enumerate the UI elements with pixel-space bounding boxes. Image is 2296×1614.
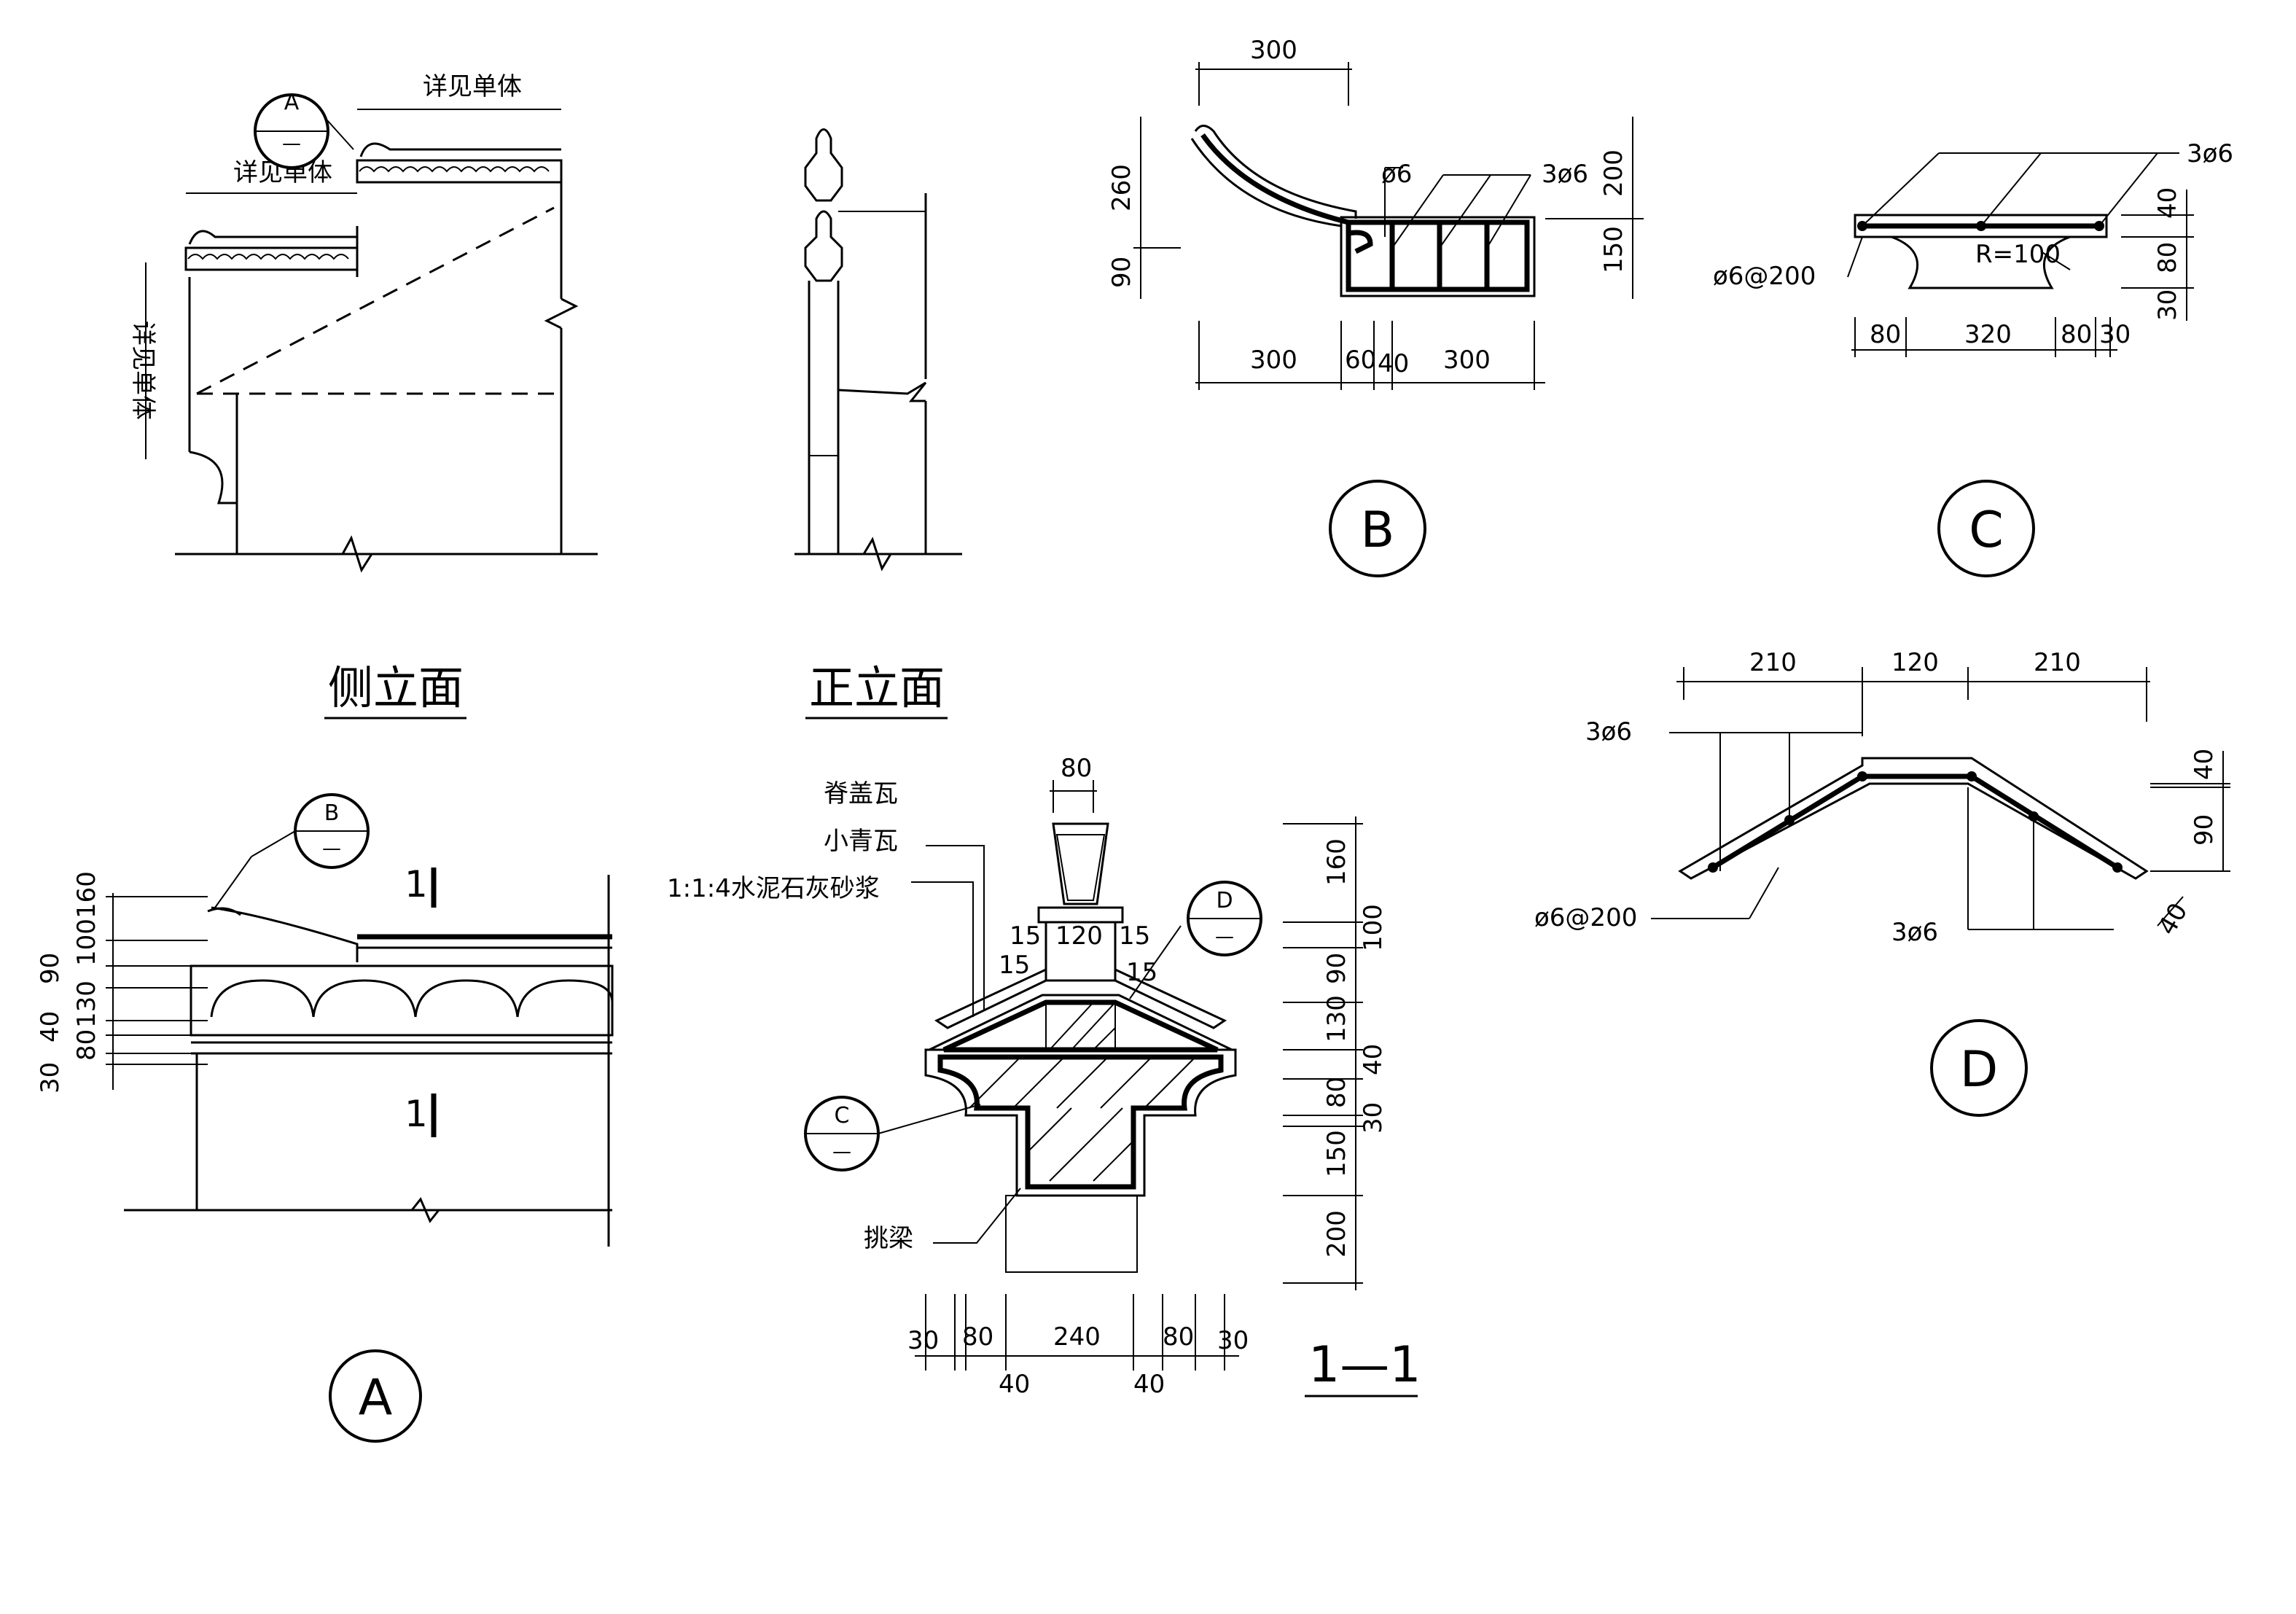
section-note-3: 1:1:4水泥石灰砂浆: [667, 874, 880, 903]
b-dim-bot-3: 40: [1378, 349, 1409, 378]
c-rebar-top: 3ø6: [2187, 139, 2233, 168]
a-section-mark-bot: 1: [405, 1093, 428, 1135]
section-note-1: 脊盖瓦: [824, 779, 898, 808]
b-dim-bot-1: 300: [1250, 346, 1297, 375]
s-dim-r7: 30: [1359, 1102, 1388, 1134]
a-section-mark-top: 1: [405, 863, 428, 905]
d-rebar-stirrup: ø6@200: [1534, 903, 1637, 932]
d-dim-r1: 40: [2190, 749, 2219, 780]
d-rebar-top: 3ø6: [1585, 717, 1632, 746]
s-dim-b3: 240: [1053, 1322, 1101, 1352]
d-rebar-bottom: 3ø6: [1891, 918, 1938, 947]
callout-a-sub: —: [282, 133, 301, 155]
c-dim-b3: 80: [2061, 320, 2092, 349]
side-note-top: 详见单体: [423, 72, 522, 101]
detail-d-label: D: [1960, 1041, 1998, 1099]
callout-c-sub: —: [832, 1141, 851, 1163]
c-rebar-stirrup: ø6@200: [1713, 262, 1816, 291]
b-dim-bot-4: 300: [1443, 346, 1491, 375]
c-dim-r3: 30: [2153, 289, 2182, 321]
b-dim-left-lower: 90: [1107, 257, 1136, 288]
b-rebar-group: 3ø6: [1542, 160, 1588, 189]
s-dim-b7: 40: [1133, 1370, 1165, 1399]
s-dim-120: 120: [1055, 921, 1103, 951]
callout-b-letter: B: [324, 800, 340, 826]
section-1-1: 脊盖瓦 小青瓦 1:1:4水泥石灰砂浆 挑梁 C — D — 80 120 15…: [667, 754, 1421, 1399]
s-dim-r9: 200: [1322, 1210, 1351, 1258]
s-dim-b4: 80: [1163, 1322, 1194, 1352]
s-dim-r4: 130: [1322, 995, 1351, 1042]
s-dim-r5: 40: [1359, 1044, 1388, 1075]
detail-d: 210 120 210 3ø6 3ø6 ø6@200 40 90 40 D: [1534, 648, 2230, 1117]
s-dim-b1: 30: [907, 1326, 939, 1355]
callout-b-sub: —: [322, 838, 341, 859]
side-note-vertical: 详见单体: [128, 321, 157, 420]
detail-b: ø6 3ø6 300 260 90 200 150 300 60 40 300 …: [1107, 36, 1644, 577]
section-note-4: 挑梁: [864, 1224, 913, 1253]
s-dim-r3: 90: [1322, 953, 1351, 984]
callout-d-letter: D: [1216, 888, 1233, 913]
detail-b-label: B: [1361, 502, 1395, 559]
s-dim-r2: 100: [1359, 904, 1388, 951]
side-elevation: 详见单体 详见单体 详见单体 A — 侧立面: [128, 72, 598, 720]
detail-a: 1 1 160 100 90 130 40 80 30 B — A: [36, 793, 614, 1443]
c-dim-r1: 40: [2153, 187, 2182, 219]
b-dim-bot-2: 60: [1345, 346, 1376, 375]
s-dim-r1: 160: [1322, 838, 1351, 886]
b-dim-right-lower: 150: [1599, 226, 1628, 273]
s-dim-r6: 80: [1322, 1077, 1351, 1108]
d-dim-t1: 210: [1749, 648, 1797, 677]
d-dim-r3: 40: [2152, 898, 2193, 940]
s-dim-15a: 15: [1010, 921, 1041, 951]
s-dim-b5: 30: [1217, 1326, 1249, 1355]
a-dim-l2: 100: [72, 919, 101, 966]
section-note-2: 小青瓦: [824, 827, 898, 856]
s-dim-b2: 80: [962, 1322, 993, 1352]
b-dim-right-upper: 200: [1599, 149, 1628, 197]
a-dim-l3: 90: [36, 953, 65, 984]
s-dim-15d: 15: [1126, 958, 1157, 987]
detail-a-label: A: [359, 1369, 393, 1427]
d-dim-t2: 120: [1891, 648, 1939, 677]
d-dim-r2: 90: [2190, 814, 2219, 846]
callout-c-letter: C: [835, 1103, 850, 1128]
callout-a-letter: A: [284, 90, 300, 115]
b-rebar-single: ø6: [1381, 160, 1412, 189]
detail-c: 3ø6 ø6@200 R=100 40 80 30 80 320 80 30 C: [1713, 139, 2233, 577]
s-dim-r8: 150: [1322, 1130, 1351, 1177]
b-dim-left-upper: 260: [1107, 164, 1136, 211]
s-dim-top: 80: [1061, 754, 1092, 783]
a-dim-l6: 80: [72, 1029, 101, 1061]
s-dim-b6: 40: [999, 1370, 1030, 1399]
a-dim-l4: 130: [72, 981, 101, 1028]
c-dim-b4: 30: [2099, 320, 2131, 349]
d-dim-t3: 210: [2034, 648, 2081, 677]
c-dim-r2: 80: [2153, 242, 2182, 273]
b-dim-top: 300: [1250, 36, 1297, 65]
c-dim-b1: 80: [1870, 320, 1901, 349]
front-elevation-title: 正立面: [809, 661, 945, 714]
front-elevation: 正立面: [794, 128, 962, 720]
side-elevation-title: 侧立面: [328, 661, 464, 714]
c-dim-b2: 320: [1964, 320, 2012, 349]
callout-d-sub: —: [1215, 926, 1234, 948]
c-radius: R=100: [1975, 240, 2061, 269]
section-title: 1—1: [1308, 1336, 1421, 1394]
a-dim-l7: 30: [36, 1062, 65, 1093]
detail-c-label: C: [1969, 502, 2003, 559]
s-dim-15b: 15: [1119, 921, 1150, 951]
a-dim-l5: 40: [36, 1011, 65, 1042]
a-dim-l1: 160: [72, 871, 101, 919]
s-dim-15c: 15: [999, 951, 1030, 980]
